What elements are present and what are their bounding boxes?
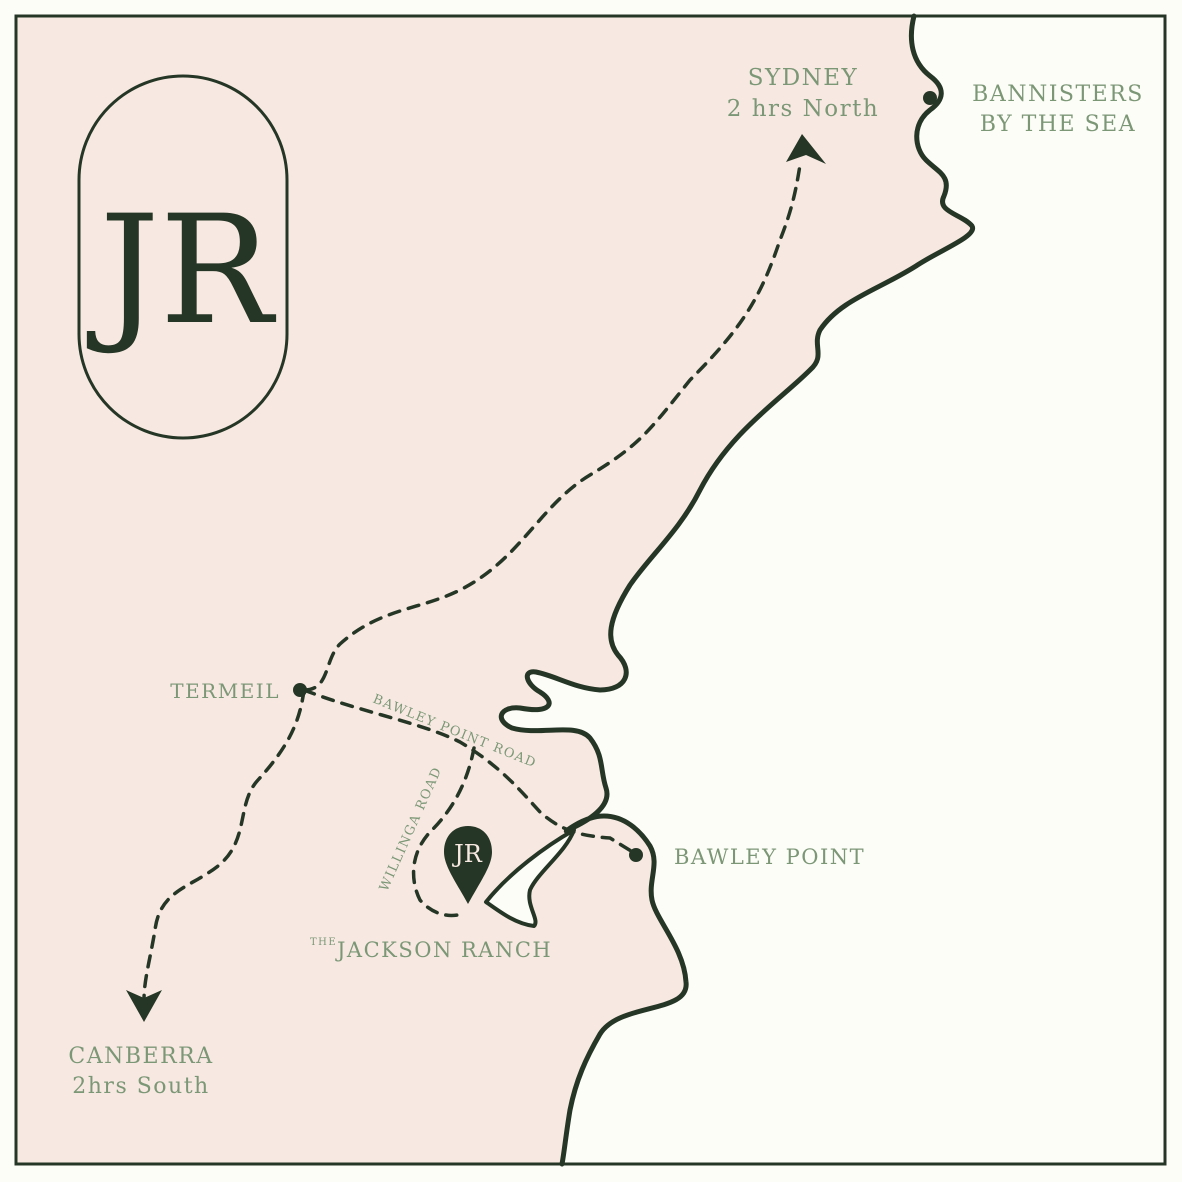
canberra-time-label: 2hrs South [72,1074,209,1099]
lagoon [484,828,576,928]
bannisters-label: BANNISTERS [972,82,1144,107]
land-area [16,16,973,1164]
bawley-point-label: BAWLEY POINT [674,845,865,869]
arrow-south-icon [126,990,162,1022]
jackson-ranch-label: JACKSON RANCH [335,938,552,962]
logo-frame [77,74,289,440]
route-willinga-road [411,746,476,918]
logo-badge: JR [77,74,289,440]
bannisters-subtitle-label: BY THE SEA [980,112,1136,137]
pin-label: JR [451,840,483,868]
sydney-label: SYDNEY [748,65,858,91]
bawley-point-marker[interactable] [629,848,643,862]
arrow-north-icon [786,134,826,164]
termeil-label: TERMEIL [170,679,280,703]
route-to-sydney [302,163,802,692]
jackson-ranch-prefix: THE [310,937,337,948]
map-pin-icon [444,826,492,904]
route-to-canberra [142,688,306,1002]
jackson-ranch-pin[interactable]: JR [444,826,492,904]
coastline [498,13,976,1167]
canberra-label: CANBERRA [68,1044,213,1069]
route-bawley-point-road [302,688,638,856]
logo-text: JR [86,184,276,358]
map-frame [14,14,1167,1166]
bannisters-marker[interactable] [923,91,937,105]
sydney-time-label: 2 hrs North [727,96,879,122]
termeil-marker[interactable] [293,683,307,697]
